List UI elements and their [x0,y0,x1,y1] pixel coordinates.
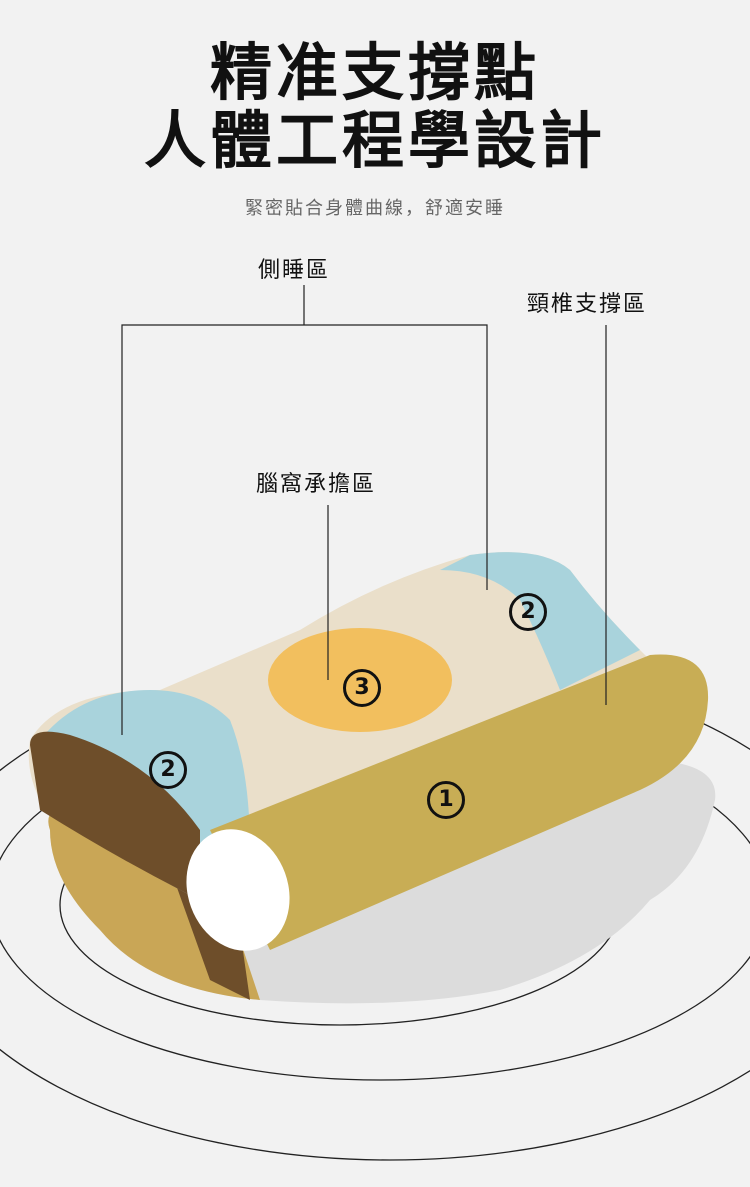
headline-line-1: 精准支撐點 [209,36,540,109]
upper-pillow-brown-edge [30,731,200,900]
marker-head: 3 [343,669,381,707]
subtitle: 緊密貼合身體曲線，舒適安睡 [245,198,505,219]
marker-neck: 1 [427,781,465,819]
marker-side-right: 2 [509,593,547,631]
label-neck-zone: 頸椎支撐區 [527,292,648,317]
marker-side-left: 2 [149,751,187,789]
label-side-zone: 側睡區 [258,258,331,283]
label-head-zone: 腦窩承擔區 [256,472,377,497]
roll-end [186,829,290,951]
callout-lines [121,285,607,735]
headline-line-2: 人體工程學設計 [143,104,606,177]
